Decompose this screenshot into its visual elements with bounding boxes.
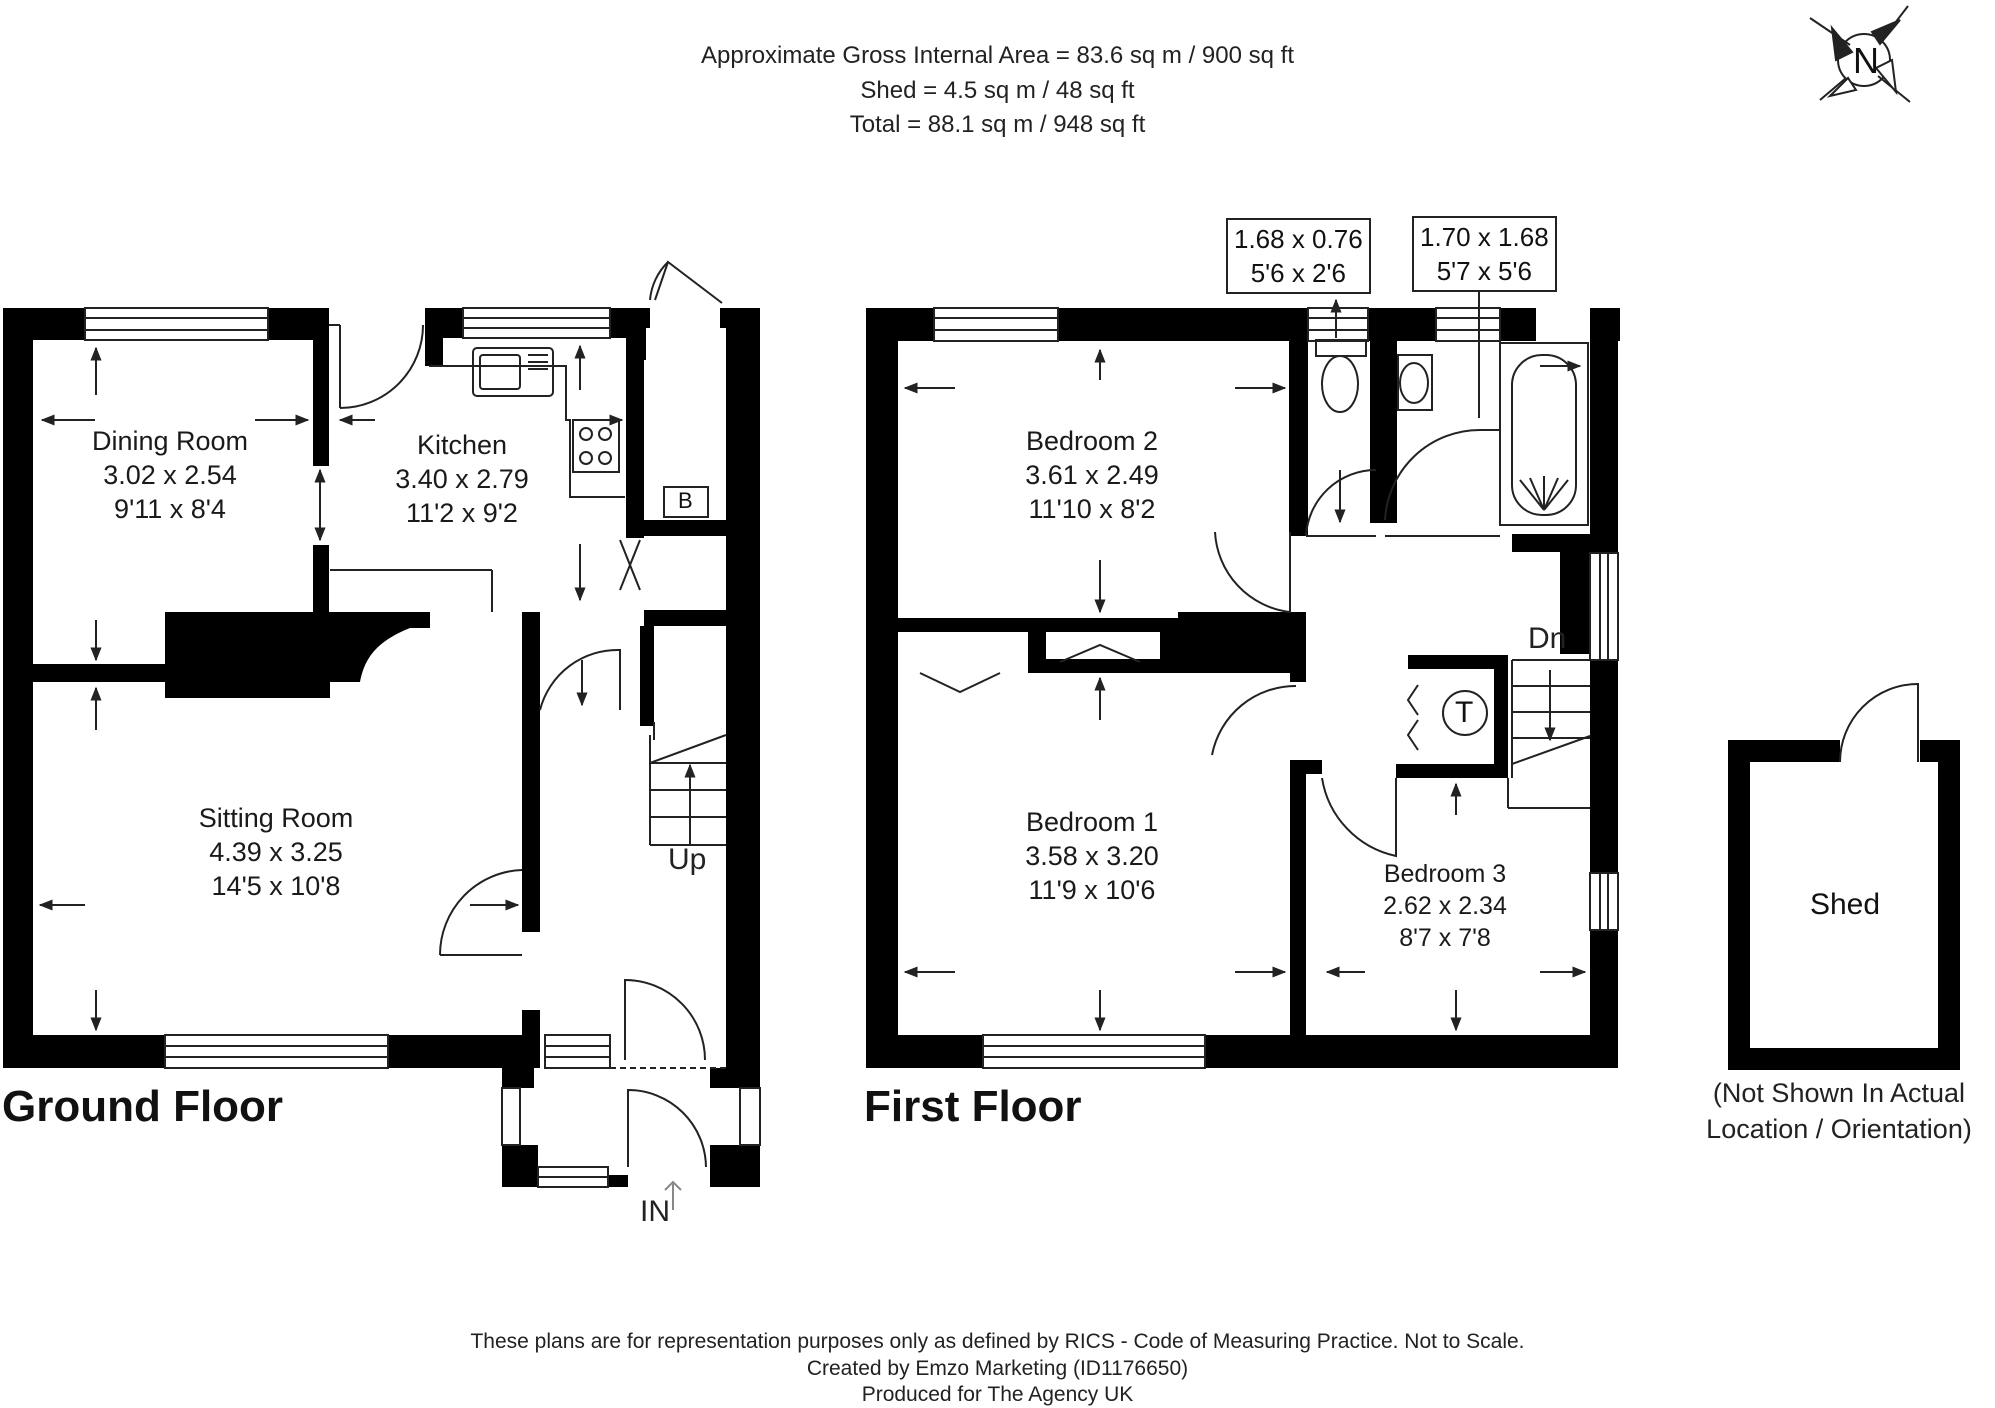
sitting-room-imperial: 14'5 x 10'8 bbox=[211, 871, 341, 901]
bedroom-3-label: Bedroom 3 2.62 x 2.34 8'7 x 7'8 bbox=[1383, 858, 1507, 954]
bedroom-2-label: Bedroom 2 3.61 x 2.49 11'10 x 8'2 bbox=[1025, 424, 1159, 526]
sitting-room-metric: 4.39 x 3.25 bbox=[209, 837, 343, 867]
bedroom-2-name: Bedroom 2 bbox=[1025, 426, 1159, 456]
shed-plan bbox=[1728, 682, 1960, 1070]
ground-floor-plan bbox=[3, 308, 760, 1187]
kitchen-name: Kitchen bbox=[416, 430, 508, 460]
shed-note-line-1: (Not Shown In Actual bbox=[1712, 1078, 1966, 1108]
wc-dimensions: 1.68 x 0.76 5'6 x 2'6 bbox=[1226, 218, 1371, 294]
produced-for-line: Produced for The Agency UK bbox=[861, 1383, 1134, 1406]
wc-metric: 1.68 x 0.76 bbox=[1234, 224, 1363, 254]
total-area-line: Total = 88.1 sq m / 948 sq ft bbox=[849, 111, 1146, 138]
shed-label: Shed bbox=[1809, 888, 1881, 921]
dining-room-metric: 3.02 x 2.54 bbox=[103, 460, 237, 490]
kitchen-imperial: 11'2 x 9'2 bbox=[406, 498, 518, 528]
bedroom-1-metric: 3.58 x 3.20 bbox=[1025, 841, 1159, 871]
stairs-up-label: Up bbox=[668, 843, 707, 876]
ground-floor-linework bbox=[38, 260, 761, 1210]
bedroom-1-label: Bedroom 1 3.58 x 3.20 11'9 x 10'6 bbox=[1025, 805, 1159, 907]
creator-line: Created by Emzo Marketing (ID1176650) bbox=[806, 1357, 1189, 1380]
bedroom-3-metric: 2.62 x 2.34 bbox=[1383, 892, 1507, 920]
compass-north-label: N bbox=[1853, 40, 1879, 81]
bathroom-dimensions: 1.70 x 1.68 5'7 x 5'6 bbox=[1412, 216, 1557, 292]
shed-note: (Not Shown In Actual Location / Orientat… bbox=[1706, 1075, 1972, 1147]
bathroom-metric: 1.70 x 1.68 bbox=[1420, 222, 1549, 252]
dining-room-label: Dining Room 3.02 x 2.54 9'11 x 8'4 bbox=[92, 424, 248, 526]
bathroom-imperial: 5'7 x 5'6 bbox=[1436, 256, 1532, 286]
dining-room-name: Dining Room bbox=[91, 426, 249, 456]
bedroom-3-imperial: 8'7 x 7'8 bbox=[1399, 924, 1491, 952]
gross-area-line: Approximate Gross Internal Area = 83.6 s… bbox=[701, 42, 1294, 69]
ground-floor-title: Ground Floor bbox=[2, 1082, 284, 1131]
first-floor-plan bbox=[866, 308, 1620, 1068]
bedroom-2-imperial: 11'10 x 8'2 bbox=[1028, 494, 1156, 524]
compass-rose bbox=[1809, 5, 1911, 103]
stairs-down-label: Dn bbox=[1528, 622, 1567, 655]
first-floor-linework bbox=[903, 290, 1619, 1069]
kitchen-label: Kitchen 3.40 x 2.79 11'2 x 9'2 bbox=[395, 428, 529, 530]
bedroom-1-imperial: 11'9 x 10'6 bbox=[1028, 875, 1156, 905]
disclaimer-line: These plans are for representation purpo… bbox=[470, 1330, 1525, 1353]
bedroom-3-name: Bedroom 3 bbox=[1383, 860, 1507, 888]
shed-note-line-2: Location / Orientation) bbox=[1706, 1114, 1972, 1144]
sitting-room-label: Sitting Room 4.39 x 3.25 14'5 x 10'8 bbox=[199, 801, 354, 903]
bedroom-2-metric: 3.61 x 2.49 bbox=[1025, 460, 1159, 490]
boiler-label: B bbox=[678, 488, 693, 513]
kitchen-metric: 3.40 x 2.79 bbox=[395, 464, 529, 494]
entrance-label: IN bbox=[640, 1195, 670, 1228]
shed-area-line: Shed = 4.5 sq m / 48 sq ft bbox=[860, 77, 1135, 104]
sitting-room-name: Sitting Room bbox=[198, 803, 354, 833]
tank-label: T bbox=[1455, 696, 1474, 729]
wc-imperial: 5'6 x 2'6 bbox=[1250, 258, 1346, 288]
dining-room-imperial: 9'11 x 8'4 bbox=[114, 494, 226, 524]
first-floor-title: First Floor bbox=[864, 1082, 1082, 1131]
bedroom-1-name: Bedroom 1 bbox=[1025, 807, 1159, 837]
